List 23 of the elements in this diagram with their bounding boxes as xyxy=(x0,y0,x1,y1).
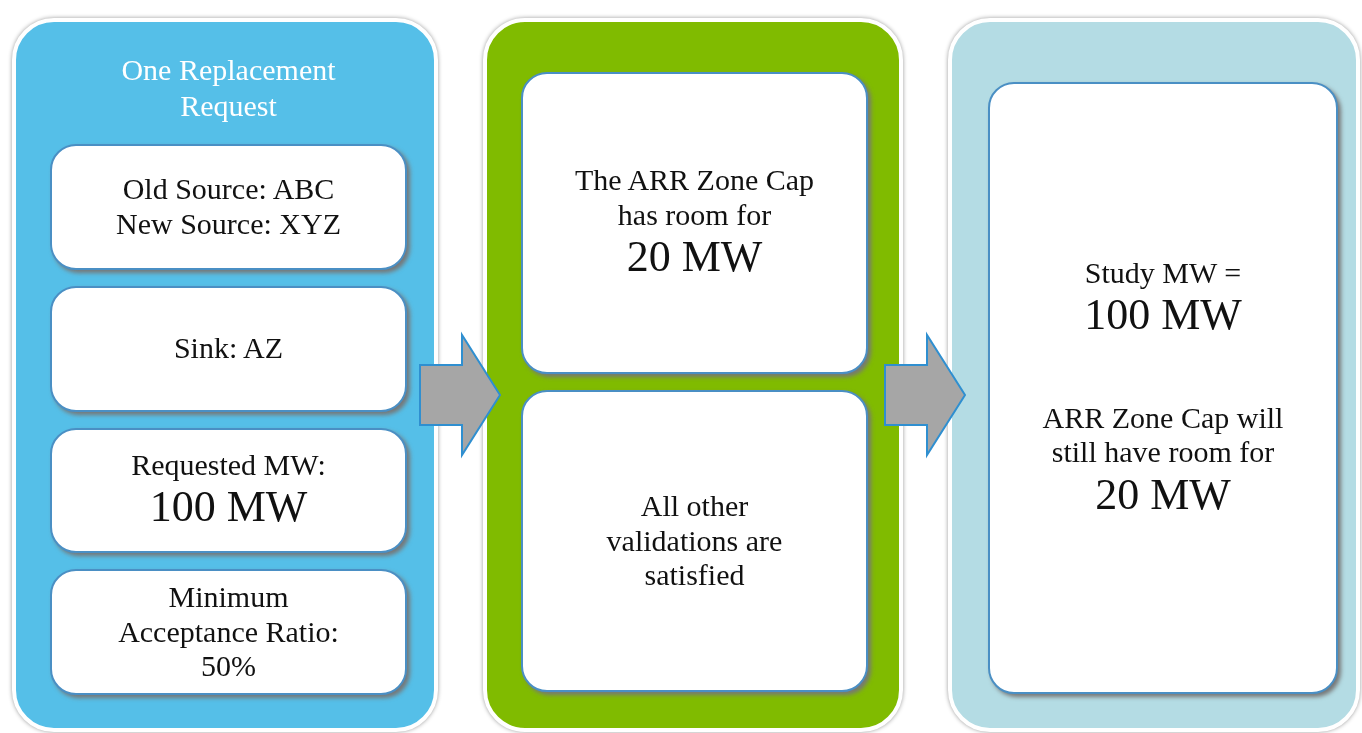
box-text: Old Source: ABC xyxy=(122,172,335,207)
process-box xyxy=(50,144,407,270)
value-text: 20 MW xyxy=(1095,469,1231,521)
value-text: 20 MW xyxy=(626,232,763,283)
process-box xyxy=(50,285,407,412)
box-text: Minimum Acceptance Ratio: 50% xyxy=(117,580,340,684)
box-text: New Source: XYZ xyxy=(116,206,341,242)
process-box xyxy=(521,390,868,692)
block-arrow xyxy=(884,331,967,459)
panel-heading: One Replacement Request xyxy=(120,52,337,124)
value-text: 100 MW xyxy=(1084,290,1242,341)
process-box xyxy=(988,82,1338,694)
box-text: Study MW = xyxy=(1084,255,1242,291)
value-text: 100 MW xyxy=(149,482,308,533)
box-text: All other validations are satisfied xyxy=(605,489,784,593)
box-text: Requested MW: xyxy=(131,447,326,483)
process-box xyxy=(50,569,407,695)
process-box xyxy=(521,72,868,374)
box-text: The ARR Zone Cap has room for xyxy=(573,163,816,233)
box-text: Sink: AZ xyxy=(173,331,284,366)
box-text: ARR Zone Cap will still have room for xyxy=(1041,400,1285,470)
block-arrow xyxy=(419,331,502,459)
process-box xyxy=(50,427,407,554)
